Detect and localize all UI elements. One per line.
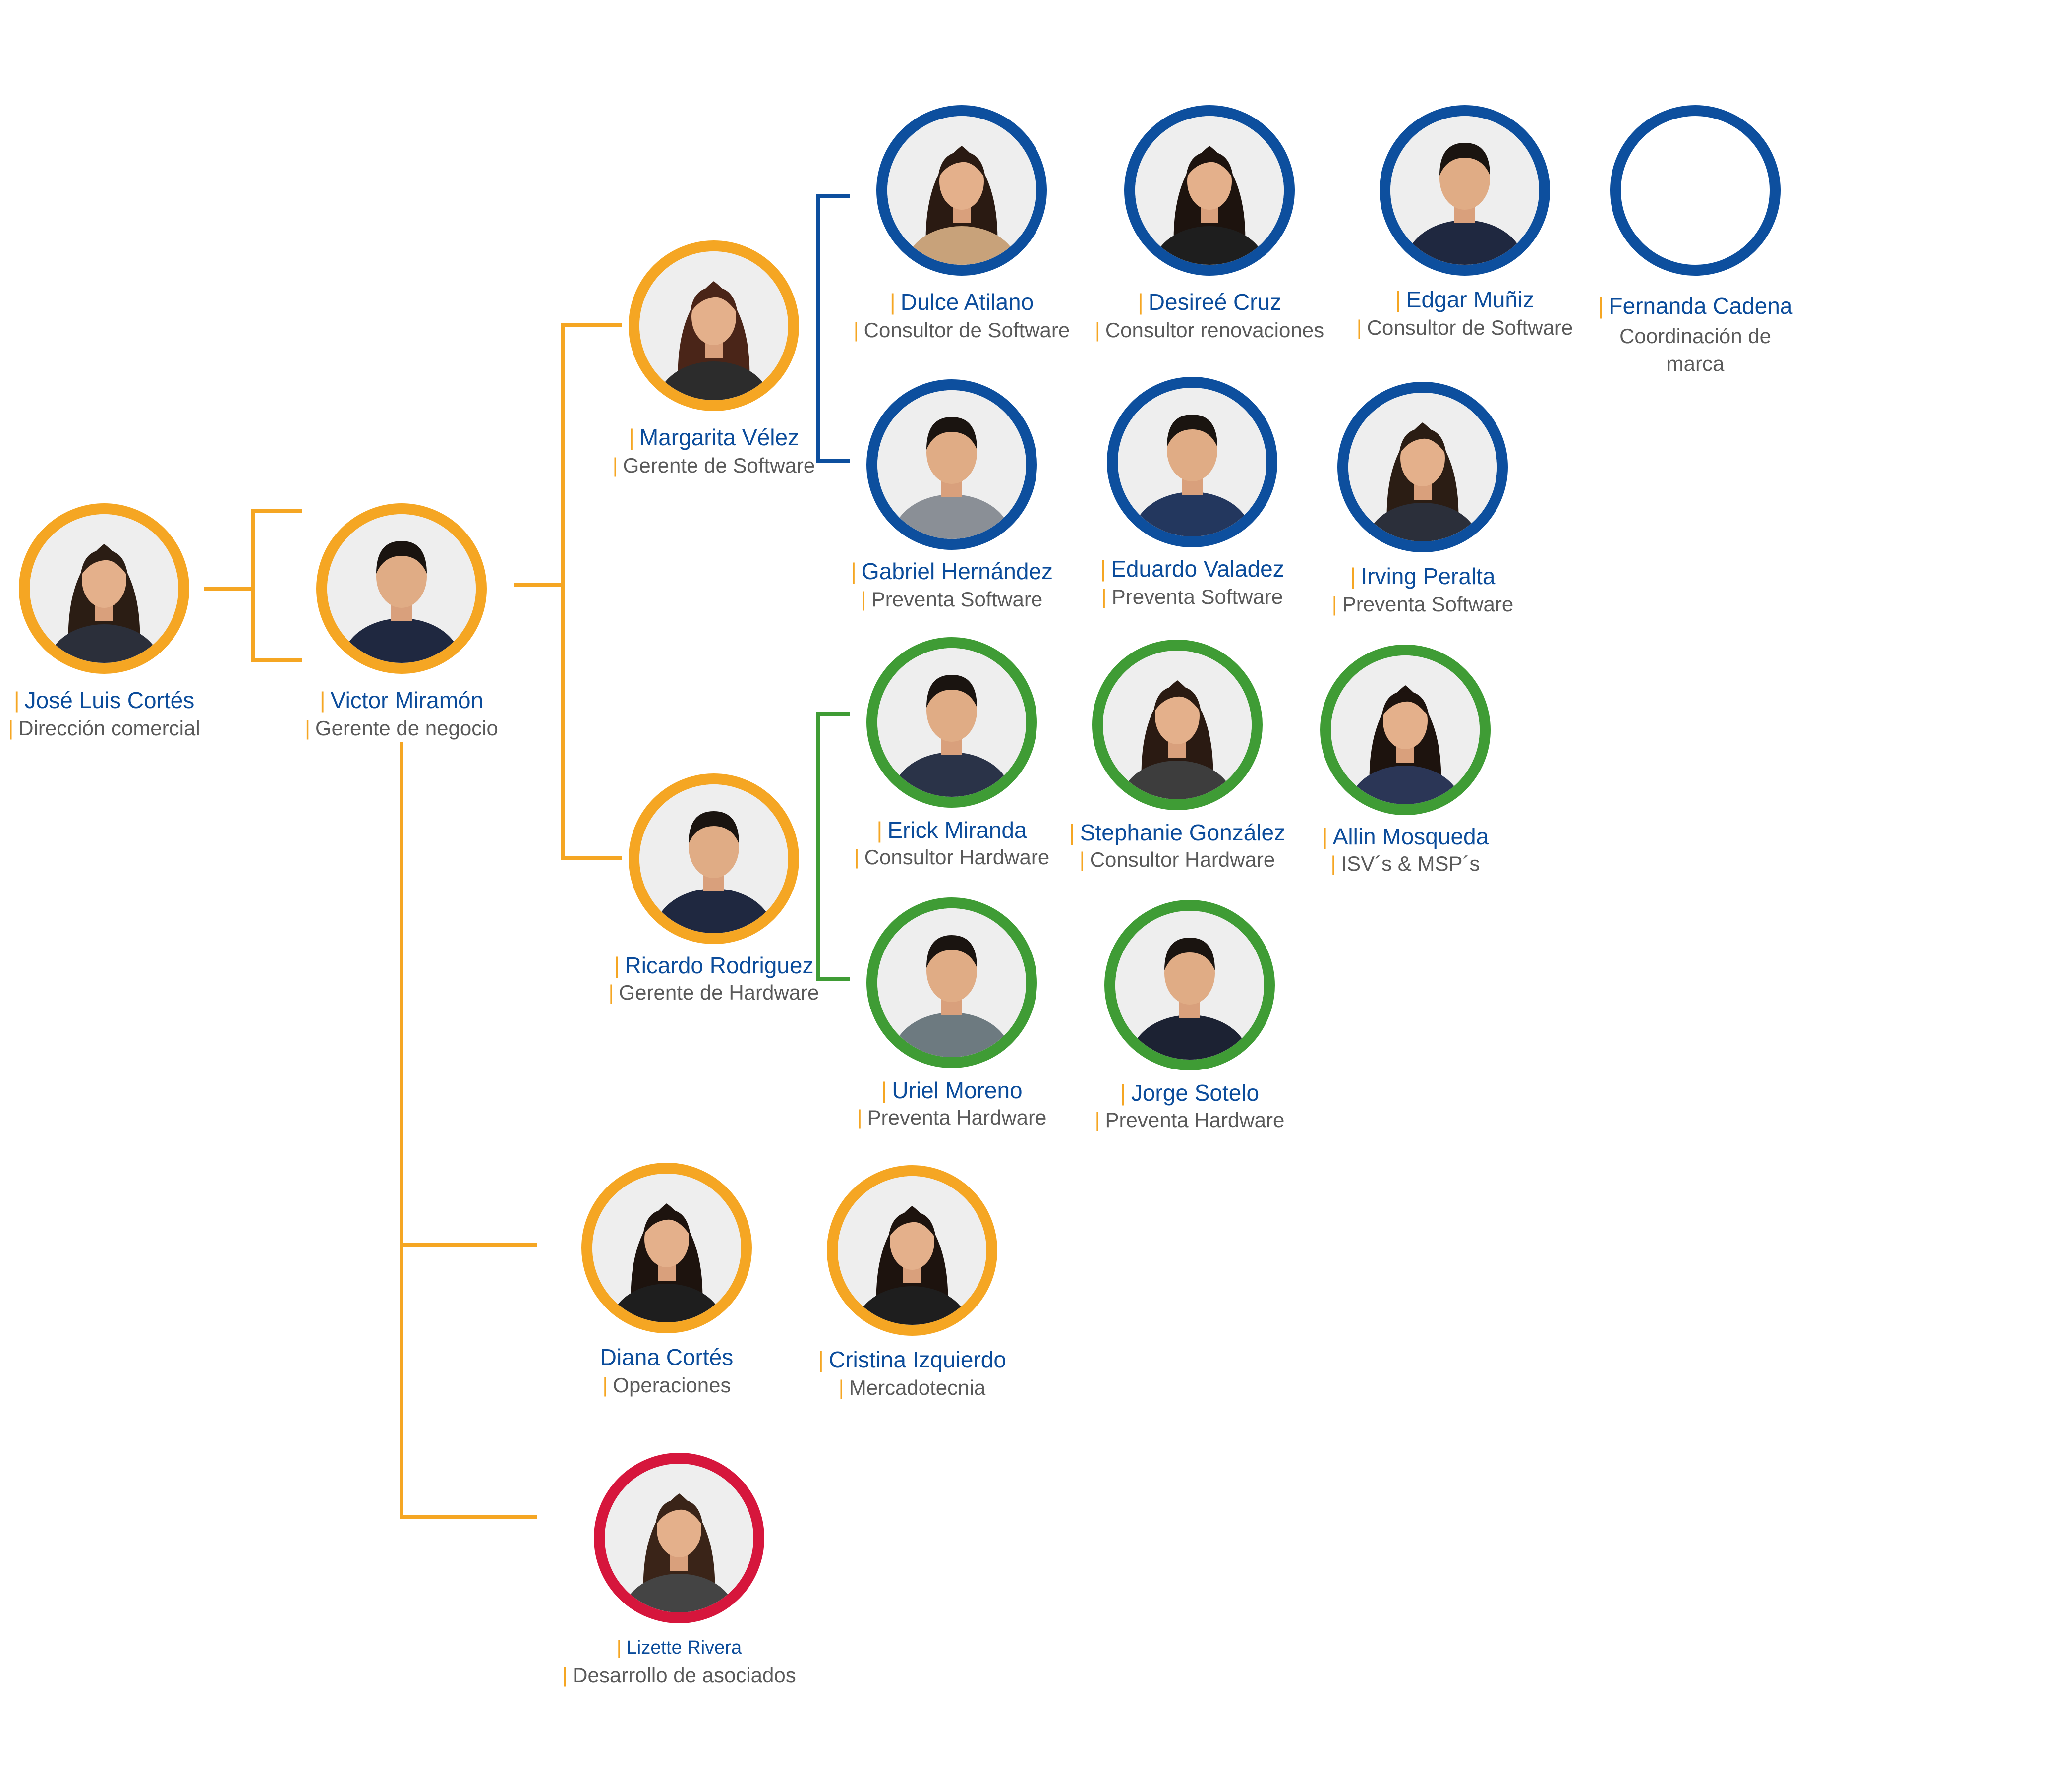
separator-mark: |: [876, 817, 883, 843]
person-role: |Consultor de Software: [853, 318, 1070, 342]
victor-photo: [316, 503, 487, 674]
separator-mark: |: [1100, 556, 1106, 582]
separator-mark: |: [1094, 1108, 1100, 1131]
person-role: |Mercadotecnia: [838, 1376, 986, 1399]
margarita-photo: [629, 240, 799, 411]
gabriel-photo: [866, 379, 1037, 550]
cristina-photo: [827, 1165, 997, 1336]
separator-mark: |: [1137, 289, 1144, 315]
separator-mark: |: [305, 716, 310, 740]
person-role: Coordinación de marca: [1619, 324, 1771, 375]
stephanie-photo: [1092, 640, 1263, 810]
separator-mark: |: [818, 1347, 824, 1372]
separator-mark: |: [1356, 316, 1362, 339]
desiree-photo: [1124, 105, 1295, 276]
person-role: |Desarrollo de asociados: [562, 1663, 796, 1687]
person-role: |Gerente de negocio: [305, 716, 498, 740]
person-name: |Ricardo Rodriguez: [614, 952, 814, 978]
separator-mark: |: [1395, 287, 1401, 312]
person-role: |Consultor de Software: [1356, 316, 1573, 339]
lizette-photo: [594, 1453, 764, 1623]
separator-mark: |: [1101, 585, 1107, 608]
separator-mark: |: [853, 318, 859, 342]
person-role: |Operaciones: [602, 1373, 731, 1397]
separator-mark: |: [1350, 563, 1356, 589]
separator-mark: |: [1322, 824, 1328, 849]
separator-mark: |: [838, 1376, 844, 1399]
separator-mark: |: [1598, 293, 1604, 319]
person-name: |José Luis Cortés: [13, 687, 195, 713]
jose-photo: [19, 503, 189, 674]
separator-mark: |: [562, 1663, 568, 1687]
person-name: |Fernanda Cadena: [1598, 293, 1793, 319]
separator-mark: |: [614, 952, 620, 978]
person-name: |Eduardo Valadez: [1100, 556, 1284, 582]
jorge-photo: [1104, 900, 1275, 1070]
edgar-photo: [1380, 105, 1550, 276]
separator-mark: |: [1330, 852, 1336, 875]
person-name: |Erick Miranda: [876, 817, 1027, 843]
person-name: |Dulce Atilano: [889, 289, 1034, 315]
ricardo-photo: [629, 773, 799, 944]
person-name: |Uriel Moreno: [881, 1077, 1023, 1103]
person-role: |Gerente de Software: [612, 454, 815, 477]
separator-mark: |: [1120, 1080, 1126, 1106]
separator-mark: |: [850, 558, 857, 584]
fernanda-photo: [1610, 105, 1781, 276]
person-role: |Consultor Hardware: [854, 845, 1050, 869]
person-name: |Lizette Rivera: [616, 1637, 742, 1658]
person-role: |Preventa Software: [1331, 593, 1514, 616]
separator-mark: |: [13, 687, 20, 713]
separator-mark: |: [8, 716, 14, 740]
separator-mark: |: [1094, 318, 1100, 342]
person-role: |Consultor renovaciones: [1094, 318, 1324, 342]
separator-mark: |: [854, 845, 860, 869]
person-role: |Gerente de Hardware: [608, 981, 819, 1004]
dulce-photo: [876, 105, 1047, 276]
separator-mark: |: [616, 1637, 622, 1658]
person-name: |Stephanie González: [1069, 820, 1286, 845]
separator-mark: |: [1331, 593, 1337, 616]
allin-photo: [1320, 645, 1491, 815]
person-name: |Cristina Izquierdo: [818, 1347, 1006, 1372]
person-name: |Jorge Sotelo: [1120, 1080, 1260, 1106]
separator-mark: |: [628, 424, 634, 450]
person-role: |Preventa Hardware: [1094, 1108, 1285, 1131]
person-role: |ISV´s & MSP´s: [1330, 852, 1480, 875]
person-name: |Gabriel Hernández: [850, 558, 1053, 584]
person-name: |Irving Peralta: [1350, 563, 1496, 589]
separator-mark: |: [608, 981, 614, 1004]
separator-mark: |: [889, 289, 896, 315]
person-name: |Allin Mosqueda: [1322, 824, 1489, 849]
separator-mark: |: [1069, 820, 1075, 845]
person-name: |Margarita Vélez: [628, 424, 800, 450]
separator-mark: |: [1079, 848, 1085, 871]
eduardo-photo: [1107, 377, 1277, 547]
person-role: |Dirección comercial: [8, 716, 200, 740]
person-name: |Desireé Cruz: [1137, 289, 1282, 315]
uriel-photo: [866, 897, 1037, 1068]
separator-mark: |: [602, 1373, 608, 1397]
person-role: |Preventa Software: [1101, 585, 1283, 608]
person-name: |Edgar Muñiz: [1395, 287, 1535, 312]
separator-mark: |: [612, 454, 618, 477]
separator-mark: |: [857, 1106, 863, 1129]
person-name: |Victor Miramón: [319, 687, 484, 713]
person-role: |Preventa Hardware: [857, 1106, 1047, 1129]
diana-photo: [581, 1163, 752, 1333]
person-name: Diana Cortés: [600, 1344, 734, 1370]
person-role: |Preventa Software: [861, 588, 1043, 611]
separator-mark: |: [861, 588, 866, 611]
erick-photo: [866, 637, 1037, 808]
separator-mark: |: [881, 1077, 887, 1103]
separator-mark: |: [319, 687, 326, 713]
person-role: |Consultor Hardware: [1079, 848, 1275, 871]
irving-photo: [1337, 382, 1508, 552]
